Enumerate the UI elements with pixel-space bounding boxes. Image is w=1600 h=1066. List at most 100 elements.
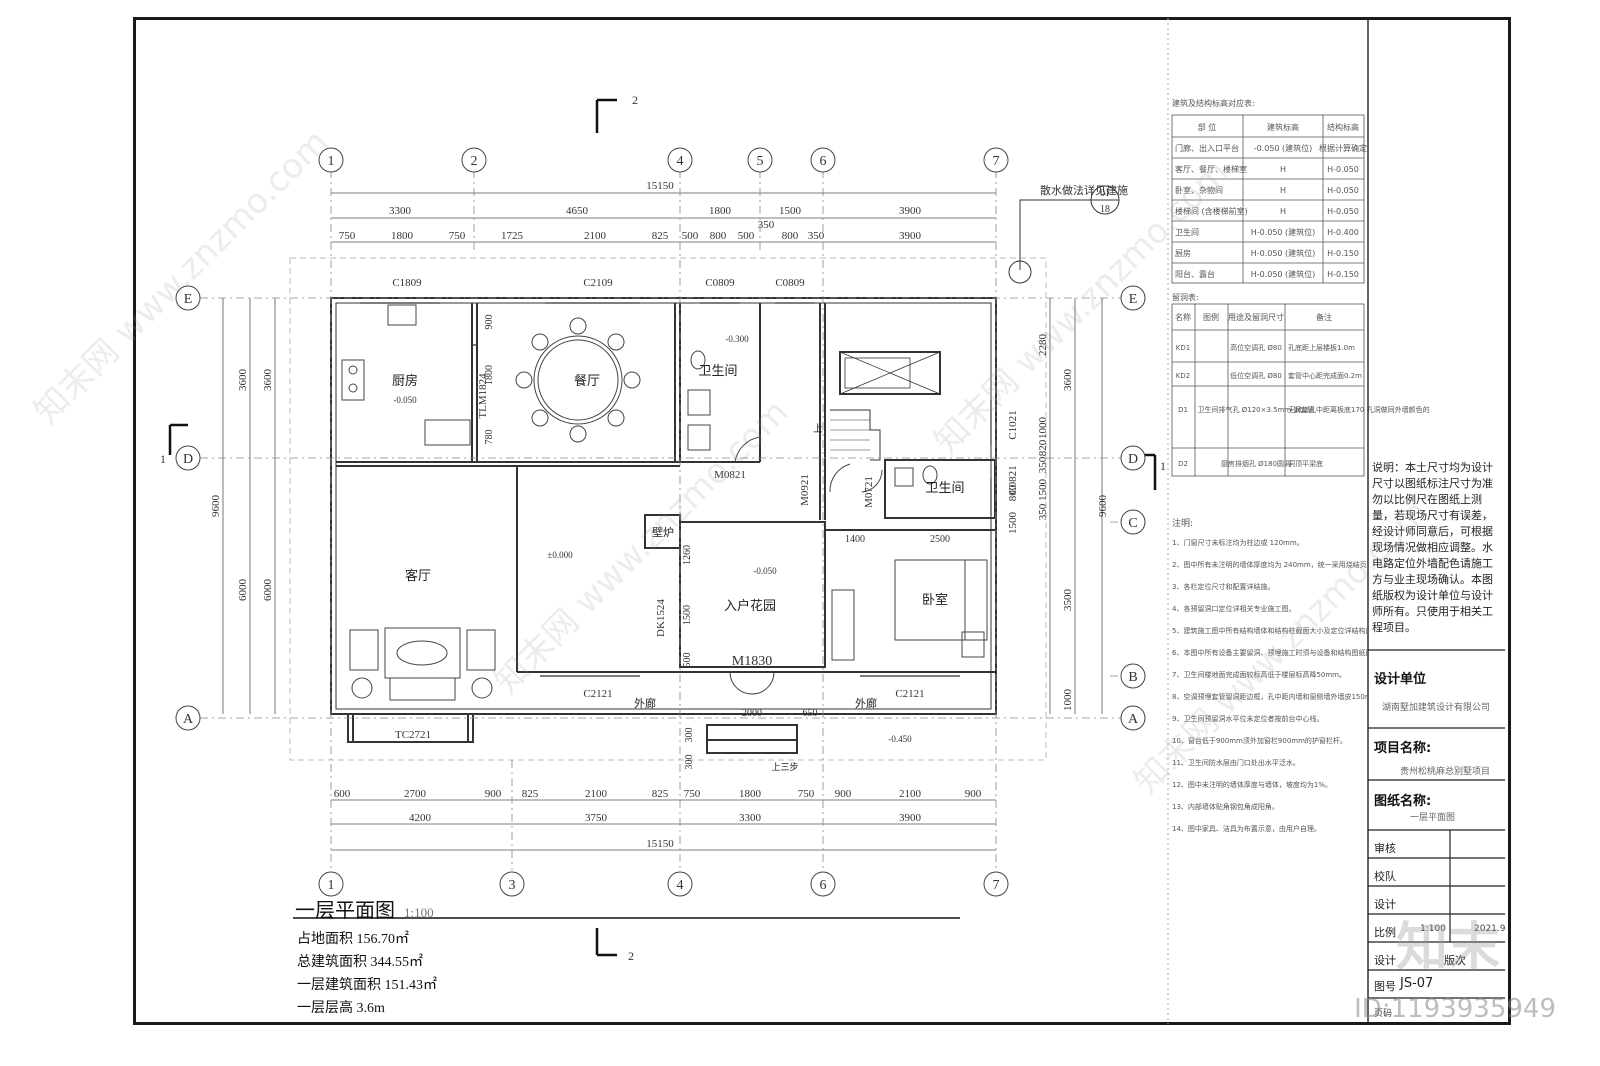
axis-left-A-circle — [175, 705, 201, 731]
axis-top-6: 6 — [820, 154, 827, 169]
axis-top-2-circle — [461, 147, 487, 173]
review-label: 审核 — [1374, 842, 1396, 855]
note-item: 5、建筑施工图中所有结构墙体和结构柱截面大小及定位详结构施工图纸。 — [1172, 627, 1367, 635]
design-remark: 说明：本土尺寸均为设计尺寸以图纸标注尺寸为准勿以比例尺在图纸上测量，若现场尺寸有… — [1372, 461, 1493, 634]
date-value: 2021.9 — [1474, 924, 1506, 934]
note-item: 9、卫生间预留洞水平位未定位者按前台中心线。 — [1172, 715, 1324, 723]
axis-top-4-circle — [667, 147, 693, 173]
drawing-frame — [133, 17, 1511, 1025]
axis-right-B-circle — [1120, 663, 1146, 689]
note-item: 13、内部墙体贴角钢包角成阳角。 — [1172, 803, 1279, 811]
windows — [360, 297, 997, 677]
proof-label: 校队 — [1374, 870, 1396, 883]
walls — [330, 297, 997, 754]
area-total: 总建筑面积 344.55㎡ — [297, 955, 423, 970]
axis-bottom-3: 3 — [509, 878, 516, 893]
axis-left-E: E — [184, 292, 193, 307]
axis-bottom-1: 1 — [328, 878, 335, 893]
axis-bottom-7-circle — [983, 871, 1009, 897]
elevation-table-lines — [1171, 114, 1365, 284]
page-label: 页码 — [1374, 1009, 1393, 1019]
axis-bottom-4: 4 — [677, 878, 684, 893]
axis-top-4: 4 — [677, 154, 684, 169]
section-markers — [168, 98, 1157, 957]
detail-reference — [1008, 185, 1120, 284]
axis-top-5-circle — [747, 147, 773, 173]
dining-table — [515, 317, 641, 443]
axis-right-B: B — [1128, 670, 1137, 685]
axis-top-7-circle — [983, 147, 1009, 173]
drawing-name-label: 图纸名称: — [1374, 794, 1432, 809]
note-item: 11、卫生间防水层由门口处出水平泛水。 — [1172, 759, 1300, 767]
bed — [831, 559, 988, 661]
axis-right-D: D — [1128, 452, 1138, 467]
axis-right-E: E — [1129, 292, 1138, 307]
axis-top-7: 7 — [993, 154, 1000, 169]
general-notes: 注明: 1、门窗尺寸未标注均为柱边或 120mm。 2、图中所有未注明的墙体厚度均… — [1172, 518, 1367, 845]
project-label: 项目名称: — [1374, 741, 1432, 756]
axis-bottom-1-circle — [318, 871, 344, 897]
drawing-title: 一层平面图 1:100 — [295, 894, 434, 923]
area-height: 一层层高 3.6m — [297, 1001, 385, 1016]
note-item: 2、图中所有未注明的墙体厚度均为 240mm，统一采用烧结页岩实心砖。 — [1172, 561, 1367, 569]
drawing-name: 一层平面图 — [1410, 813, 1456, 823]
bath-fixtures — [687, 350, 938, 487]
area-summary: 占地面积 156.70㎡ 总建筑面积 344.55㎡ 一层建筑面积 151.43… — [297, 928, 437, 1020]
axis-top-5: 5 — [757, 154, 764, 169]
axis-right-C: C — [1128, 516, 1137, 531]
axis-right-A: A — [1128, 712, 1139, 727]
axis-right-E-circle — [1120, 285, 1146, 311]
axis-top-1-circle — [318, 147, 344, 173]
axis-top-2: 2 — [471, 154, 478, 169]
notes-list: 1、门窗尺寸未标注均为柱边或 120mm。 2、图中所有未注明的墙体厚度均为 24… — [1172, 537, 1367, 845]
doors — [729, 436, 883, 695]
axis-left-D: D — [183, 452, 193, 467]
note-item: 7、卫生间楼地面完成面较标高低于楼层标高降50mm。 — [1172, 671, 1346, 679]
project-name: 贵州松桃麻总别墅项目 — [1400, 767, 1491, 777]
area-floor1: 一层建筑面积 151.43㎡ — [297, 978, 437, 993]
axis-bottom-6: 6 — [820, 878, 827, 893]
area-site: 占地面积 156.70㎡ — [297, 932, 409, 947]
opening-table-lines — [1171, 303, 1365, 477]
drawing-title-text: 一层平面图 — [295, 900, 395, 922]
scale-value: 1:100 — [1420, 924, 1446, 934]
drawing-no-label: 图号 — [1374, 980, 1396, 993]
design-label: 设计 — [1374, 898, 1396, 911]
axis-right-D-circle — [1120, 445, 1146, 471]
axis-bottom-7: 7 — [993, 878, 1000, 893]
note-item: 1、门窗尺寸未标注均为柱边或 120mm。 — [1172, 539, 1304, 547]
kitchen-fixtures — [341, 304, 471, 446]
watermark-logo: 知末 — [1395, 918, 1500, 978]
design-unit: 湖南墅加建筑设计有限公司 — [1382, 703, 1491, 713]
axis-bottom-6-circle — [810, 871, 836, 897]
note-item: 10、窗台低于900mm须外加窗栏900mm的护窗栏杆。 — [1172, 737, 1347, 745]
note-item: 14、图中家具、洁具为布置示意，由用户自理。 — [1172, 825, 1321, 833]
axis-top-6-circle — [810, 147, 836, 173]
compare-label: 比例 — [1374, 926, 1396, 939]
note-item: 12、图中未注明的墙体厚度与墙体，坡度均为1%。 — [1172, 781, 1333, 789]
drawing-no: JS-07 — [1400, 976, 1434, 991]
design-unit-label: 设计单位 — [1374, 672, 1427, 687]
note-item: 8、空调预埋套管留洞距边框，孔中距内墙和窗侧墙外墙皮150mm。 — [1172, 693, 1367, 701]
note-item: 6、本图中所有设备主要留洞、预埋施工时须与设备和结构图纸配合施工。 — [1172, 649, 1367, 657]
title-block-lines — [1368, 649, 1505, 999]
axis-left-D-circle — [175, 445, 201, 471]
axis-bottom-4-circle — [667, 871, 693, 897]
apron-outline — [289, 257, 1047, 761]
version-label: 版次 — [1444, 954, 1466, 967]
dim-lines — [200, 170, 1125, 870]
axis-right-C-circle — [1120, 509, 1146, 535]
axis-bottom-3-circle — [499, 871, 525, 897]
watermark-id: ID:1193935949 — [1354, 994, 1556, 1024]
fireplace-box — [644, 514, 681, 549]
axis-left-A: A — [183, 712, 194, 727]
notes-title: 注明: — [1172, 519, 1194, 529]
note-item: 3、各栏定位尺寸和配置详结施。 — [1172, 583, 1275, 591]
sofa-set — [349, 627, 496, 701]
drawing-scale: 1:100 — [404, 905, 434, 920]
note-item: 4、各预留洞口定位详相关专业施工图。 — [1172, 605, 1296, 613]
axis-left-E-circle — [175, 285, 201, 311]
axis-right-A-circle — [1120, 705, 1146, 731]
